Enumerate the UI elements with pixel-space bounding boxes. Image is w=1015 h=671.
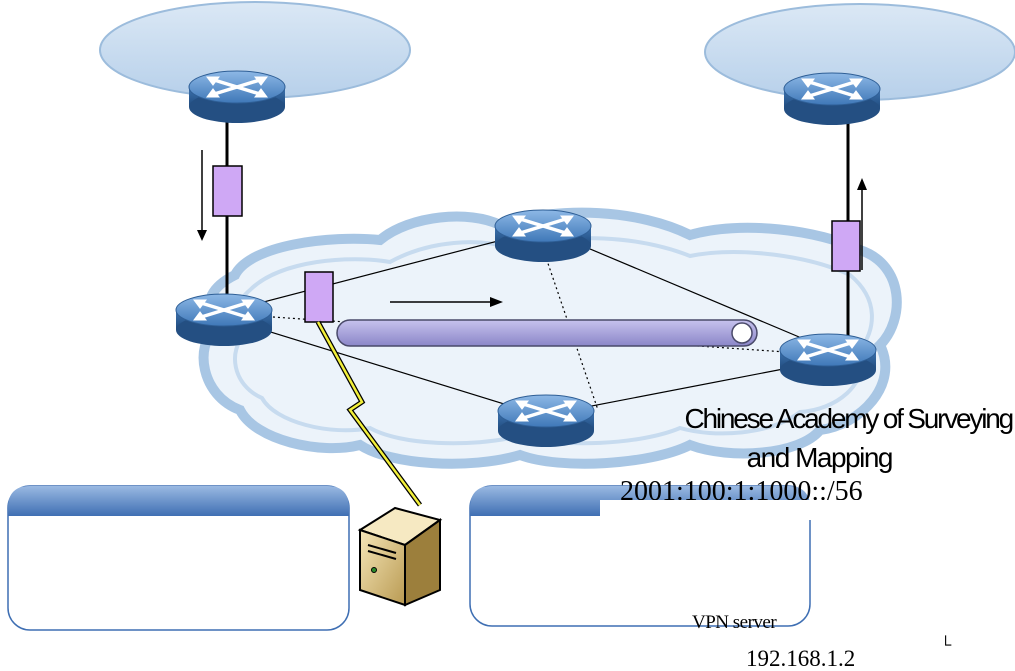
router-icon[interactable] — [782, 71, 882, 127]
arrow-right-icon — [390, 297, 503, 307]
corner-mark: └ — [940, 635, 952, 654]
packet-right-uplink — [831, 220, 861, 272]
router-icon[interactable] — [174, 292, 274, 348]
arrow-down-icon — [197, 150, 207, 241]
org-name-line2: and Mapping — [747, 442, 892, 473]
router-icon[interactable] — [496, 393, 596, 449]
info-panel-left — [7, 485, 350, 631]
server-icon[interactable] — [357, 506, 443, 607]
router-icon[interactable] — [778, 332, 878, 388]
arrow-up-icon — [857, 178, 867, 270]
vpn-ip-label: 192.168.1.2 — [746, 646, 855, 671]
vpn-tunnel — [336, 319, 758, 347]
vpn-server-label: VPN server — [692, 612, 777, 633]
org-name-line1: Chinese Academy of Surveying — [684, 403, 1012, 434]
wireless-link-icon — [315, 320, 423, 507]
packet-left-uplink — [212, 165, 243, 217]
router-icon[interactable] — [187, 69, 287, 125]
packet-left-edge — [304, 271, 334, 323]
router-icon[interactable] — [493, 208, 593, 264]
